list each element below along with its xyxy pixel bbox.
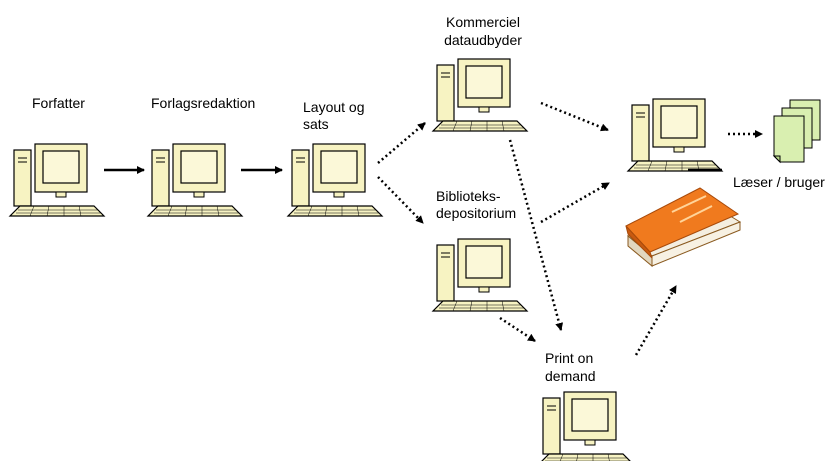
layout-computer-icon — [287, 143, 383, 217]
layout-label-line2: sats — [303, 116, 329, 132]
library-label-line1: Biblioteks- — [436, 188, 501, 204]
layout-label-line1: Layout og — [303, 99, 365, 115]
arrow-pod-book — [634, 285, 678, 356]
pod-label-line2: demand — [545, 368, 596, 384]
commercial-label-line1: Kommerciel — [446, 14, 520, 30]
reader-label: Læser / bruger — [733, 174, 825, 190]
arrow-layout-commercial — [377, 122, 426, 164]
arrow-layout-library — [377, 176, 424, 224]
author-computer-icon — [9, 143, 105, 217]
commercial-computer-icon — [432, 58, 528, 132]
reader-computer-icon — [627, 98, 723, 172]
commercial-label-line2: dataudbyder — [444, 32, 522, 48]
author-label: Forfatter — [32, 95, 85, 111]
library-computer-icon — [432, 238, 528, 312]
book-icon — [625, 187, 742, 268]
arrow-library-reader — [540, 181, 610, 224]
arrow-library-pod — [499, 316, 536, 343]
library-label-line2: depositorium — [436, 205, 517, 221]
document-stack-icon — [772, 99, 821, 164]
pod-label-line1: Print on — [545, 350, 594, 366]
editorial-label: Forlagsredaktion — [151, 95, 256, 111]
editorial-computer-icon — [147, 143, 243, 217]
arrow-commercial-reader — [540, 101, 609, 132]
pod-computer-icon — [538, 391, 634, 461]
